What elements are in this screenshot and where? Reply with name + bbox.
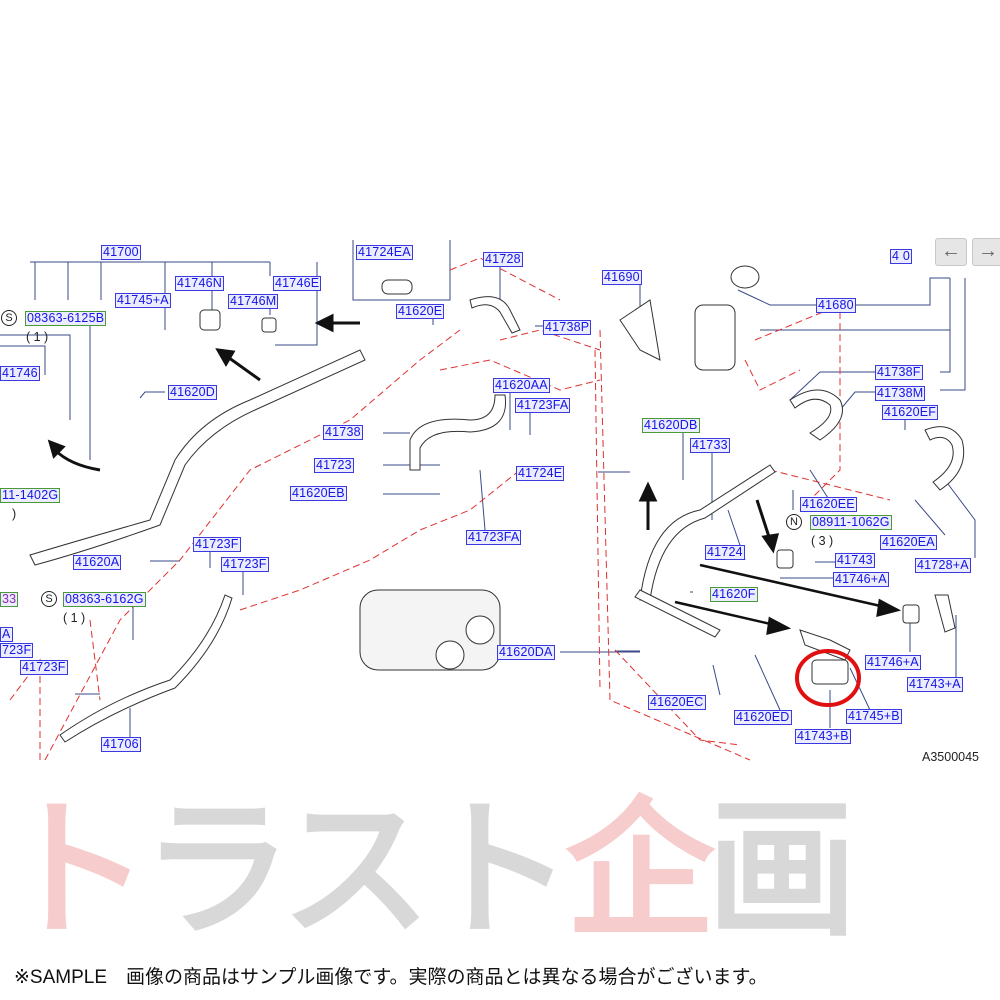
- part-label[interactable]: 41728+A: [915, 558, 971, 573]
- part-label[interactable]: 41746E: [273, 276, 322, 291]
- part-label[interactable]: 41620D: [168, 385, 217, 400]
- part-label[interactable]: 41620E: [396, 304, 445, 319]
- part-label[interactable]: 41743: [835, 553, 875, 568]
- direction-arrows: [47, 313, 902, 636]
- watermark-logo: トラスト企画: [0, 785, 1000, 955]
- part-label[interactable]: 33: [0, 592, 19, 607]
- part-label[interactable]: 723F: [0, 643, 34, 658]
- watermark-text: トラスト企画: [0, 782, 857, 958]
- diagram-code: A3500045: [922, 750, 980, 764]
- part-label[interactable]: 41620EC: [648, 695, 706, 710]
- quantity-text: ( 3 ): [811, 534, 834, 548]
- part-label[interactable]: 41738F: [875, 365, 923, 380]
- n-marker: N: [786, 514, 802, 530]
- part-label[interactable]: 41723: [314, 458, 354, 473]
- part-label[interactable]: 08911-1062G: [810, 515, 892, 530]
- part-label[interactable]: 41733: [690, 438, 730, 453]
- part-label[interactable]: 41738: [323, 425, 363, 440]
- part-label[interactable]: 41728: [483, 252, 523, 267]
- part-label[interactable]: 41620DB: [642, 418, 700, 433]
- paren-text: ): [12, 507, 17, 521]
- part-label[interactable]: 41620EE: [800, 497, 857, 512]
- part-label[interactable]: 41743+B: [795, 729, 851, 744]
- part-label[interactable]: 41620DA: [497, 645, 555, 660]
- watermark-glyph: ト: [423, 782, 573, 958]
- part-label[interactable]: 41746: [0, 366, 40, 381]
- watermark-glyph: 画: [707, 782, 857, 958]
- part-label[interactable]: 41746+A: [833, 572, 889, 587]
- part-label[interactable]: 41723F: [193, 537, 241, 552]
- part-label[interactable]: 41620EB: [290, 486, 347, 501]
- part-label[interactable]: 41620AA: [493, 378, 550, 393]
- part-label[interactable]: 41738P: [543, 320, 592, 335]
- part-label[interactable]: 41746+A: [865, 655, 921, 670]
- part-label[interactable]: 08363-6162G: [63, 592, 146, 607]
- watermark-glyph: ス: [281, 782, 431, 958]
- part-label[interactable]: 41706: [101, 737, 141, 752]
- sample-notice: ※SAMPLE 画像の商品はサンプル画像です。実際の商品とは異なる場合がございま…: [14, 967, 768, 988]
- part-label[interactable]: 41738M: [875, 386, 926, 401]
- part-label[interactable]: 41723FA: [466, 530, 522, 545]
- part-label[interactable]: 41690: [602, 270, 642, 285]
- part-label[interactable]: 41723F: [20, 660, 68, 675]
- part-label[interactable]: A: [0, 627, 13, 642]
- part-label[interactable]: 41620ED: [734, 710, 792, 725]
- part-label[interactable]: 41743+A: [907, 677, 963, 692]
- part-label[interactable]: 41620A: [73, 555, 122, 570]
- part-label[interactable]: 08363-6125B: [25, 311, 107, 326]
- part-label[interactable]: 41620F: [710, 587, 758, 602]
- s-marker: S: [41, 591, 57, 607]
- prev-arrow-button[interactable]: ←: [935, 238, 967, 266]
- part-label[interactable]: 41746M: [228, 294, 279, 309]
- part-label[interactable]: 41723F: [221, 557, 269, 572]
- part-label[interactable]: 41620EF: [882, 405, 939, 420]
- watermark-glyph: ラ: [142, 782, 289, 958]
- part-label[interactable]: 41680: [816, 298, 856, 313]
- part-label[interactable]: 41745+A: [115, 293, 171, 308]
- part-drawings: [29, 265, 965, 743]
- quantity-text: ( 1 ): [26, 330, 49, 344]
- part-label[interactable]: 41724EA: [356, 245, 413, 260]
- watermark-glyph: 企: [565, 782, 715, 958]
- part-label[interactable]: 41724E: [516, 466, 565, 481]
- s-marker: S: [1, 310, 17, 326]
- quantity-text: ( 1 ): [63, 611, 86, 625]
- part-label[interactable]: 4 0: [890, 249, 912, 264]
- highlight-circle: [795, 649, 861, 707]
- part-label[interactable]: 41723FA: [515, 398, 571, 413]
- part-label[interactable]: 11-1402G: [0, 488, 61, 503]
- assembly-dashed-lines: [9, 257, 891, 761]
- next-arrow-button[interactable]: →: [972, 238, 1000, 266]
- watermark-glyph: ト: [0, 782, 150, 958]
- part-label[interactable]: 41746N: [175, 276, 224, 291]
- part-label[interactable]: 41700: [101, 245, 141, 260]
- part-label[interactable]: 41724: [705, 545, 745, 560]
- part-label[interactable]: 41745+B: [846, 709, 902, 724]
- part-label[interactable]: 41620EA: [880, 535, 937, 550]
